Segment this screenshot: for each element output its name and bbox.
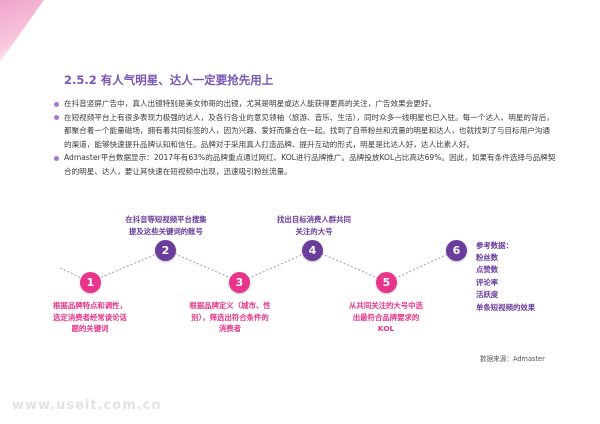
step-2-label: 在抖音等短视频平台搜集 提及这些关键词的账号 xyxy=(125,215,207,236)
data-source: 数据来源：Admaster xyxy=(480,355,545,363)
step-2-circle: 2 xyxy=(155,240,176,261)
step-1-circle: 1 xyxy=(80,272,101,293)
bullet-item: Admaster平台数据显示：2017年有63%的品牌重点通过网红、KOL进行品… xyxy=(54,151,556,178)
step-number: 1 xyxy=(86,276,95,289)
step-3-circle: 3 xyxy=(229,272,250,293)
step-number: 6 xyxy=(452,244,461,257)
step-6-circle: 6 xyxy=(446,240,467,261)
step-6-label: 参考数据： xyxy=(476,241,513,250)
step-1-label: 根据品牌特点和调性， 选定消费者经常谈论话 题的关键词 xyxy=(53,301,127,333)
reference-data-item: 评论率 xyxy=(476,277,499,287)
step-number: 4 xyxy=(308,244,317,257)
step-5-circle: 5 xyxy=(376,272,397,293)
step-number: 5 xyxy=(382,276,391,289)
bullet-item: 在短视频平台上有很多表现力极强的达人，及各行各业的意见领袖（旅游、音乐、生活），… xyxy=(54,111,556,152)
process-diagram: 1 2 3 4 5 6 根据品牌特点和调性， 选定消费者经常谈论话 题的关键词 … xyxy=(0,210,600,370)
step-5-label: 从共同关注的大号中选 出最符合品牌要求的 KOL xyxy=(349,301,423,333)
step-3-label: 根据品牌定义（城市、性 别），筛选出符合条件的 消费者 xyxy=(189,301,271,333)
bullet-dot-icon xyxy=(54,101,59,107)
step-4-label: 找出目标消费人群共同 关注的大号 xyxy=(277,215,351,236)
corner-decoration xyxy=(0,0,44,62)
bullet-dot-icon xyxy=(54,155,59,161)
watermark: www.useit.com.cn xyxy=(12,398,162,413)
connector-lines xyxy=(59,249,458,283)
reference-data-item: 点赞数 xyxy=(476,265,499,275)
bullet-list: 在抖音竖屏广告中，真人出镜特别是美女帅哥的出镜，尤其是明星或达人能获得更高的关注… xyxy=(54,97,556,179)
reference-data-item: 活跃度 xyxy=(476,290,499,300)
reference-data-item: 粉丝数 xyxy=(476,253,499,262)
bullet-text: 在短视频平台上有很多表现力极强的达人，及各行各业的意见领袖（旅游、音乐、生活），… xyxy=(64,112,554,149)
reference-data-list: 粉丝数 点赞数 评论率 活跃度 单条短视频的效果 xyxy=(476,252,535,314)
bullet-text: Admaster平台数据显示：2017年有63%的品牌重点通过网红、KOL进行品… xyxy=(64,153,556,176)
bullet-dot-icon xyxy=(54,115,59,121)
step-4-circle: 4 xyxy=(302,240,323,261)
bullet-text: 在抖音竖屏广告中，真人出镜特别是美女帅哥的出镜，尤其是明星或达人能获得更高的关注… xyxy=(64,99,437,108)
step-number: 2 xyxy=(161,244,170,257)
section-title: 2.5.2 有人气明星、达人一定要抢先用上 xyxy=(64,73,274,87)
step-number: 3 xyxy=(235,276,244,289)
bullet-item: 在抖音竖屏广告中，真人出镜特别是美女帅哥的出镜，尤其是明星或达人能获得更高的关注… xyxy=(54,97,556,111)
reference-data-item: 单条短视频的效果 xyxy=(476,302,536,312)
